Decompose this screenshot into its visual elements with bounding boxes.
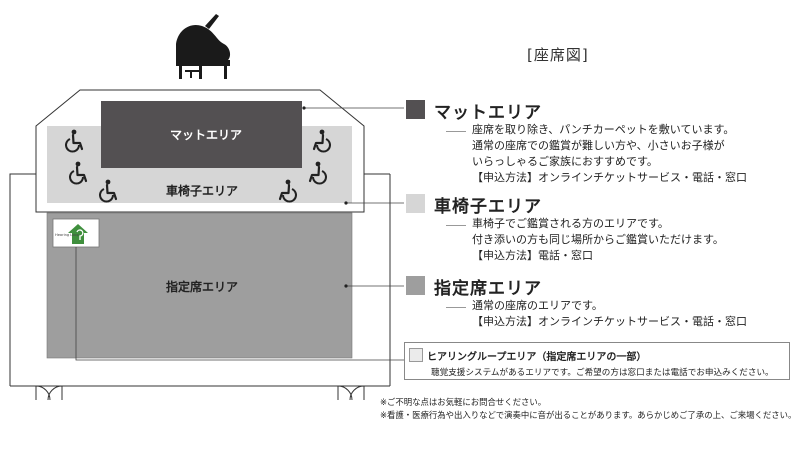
hearing-loop-description: 聴覚支援システムがあるエリアです。ご希望の方は窓口または電話でお申込みください。 (431, 368, 774, 378)
leader-dots (302, 106, 348, 288)
legend-desc-mat: 座席を取り除き、パンチカーペットを敷いています。 通常の座席での鑑賞が難しい方や… (472, 122, 747, 186)
legend-swatch-wheelchair (406, 194, 425, 213)
legend-title-wheelchair: 車椅子エリア (434, 197, 542, 217)
legend-desc-line: 付き添いの方も同じ場所からご鑑賞いただけます。 (472, 233, 724, 246)
map-label-reserved: 指定席エリア (166, 280, 239, 294)
legend-desc-line: 座席を取り除き、パンチカーペットを敷いています。 (472, 123, 735, 136)
legend-desc-line: 【申込方法】オンラインチケットサービス・電話・窓口 (472, 171, 747, 184)
hearing-loop-icon: Hearing Loop (52, 218, 100, 248)
legend-swatch-mat (406, 100, 425, 119)
footnote: ※ご不明な点はお気軽にお問合せください。 (380, 397, 547, 407)
legend-desc-line: 【申込方法】電話・窓口 (472, 249, 593, 262)
page-title: [座席図] (527, 46, 589, 64)
hearing-loop-badge-text: Hearing Loop (55, 233, 80, 237)
legend-title-mat: マットエリア (434, 103, 542, 123)
legend-swatch-hearing-loop (409, 348, 423, 362)
legend-swatch-reserved (406, 276, 425, 295)
mat-area (101, 101, 302, 168)
legend-desc-line: 通常の座席での鑑賞が難しい方や、小さいお子様が (472, 139, 725, 152)
door-right (337, 385, 365, 401)
footnotes: ※ご不明な点はお気軽にお問合せください。 ※看護・医療行為や出入りなどで演奏中に… (380, 396, 796, 422)
leader-lines (75, 107, 404, 361)
legend-rule (446, 307, 466, 308)
legend-desc-reserved: 通常の座席のエリアです。 【申込方法】オンラインチケットサービス・電話・窓口 (472, 298, 747, 330)
legend-desc-line: 【申込方法】オンラインチケットサービス・電話・窓口 (472, 315, 747, 328)
legend-desc-wheelchair: 車椅子でご鑑賞される方のエリアです。 付き添いの方も同じ場所からご鑑賞いただけま… (472, 216, 724, 264)
map-label-wheelchair: 車椅子エリア (166, 184, 239, 198)
hearing-loop-title: ヒアリングループエリア（指定席エリアの一部） (427, 352, 647, 363)
footnote: ※看護・医療行為や出入りなどで演奏中に音が出ることがあります。あらかじめご了承の… (380, 410, 797, 420)
legend-title-reserved: 指定席エリア (434, 279, 542, 299)
legend-rule (446, 225, 466, 226)
grand-piano-icon (176, 14, 231, 79)
hall-outline (9, 173, 391, 387)
hearing-loop-legend: ヒアリングループエリア（指定席エリアの一部） 聴覚支援システムがあるエリアです。… (404, 342, 790, 380)
door-left (35, 385, 63, 401)
legend-desc-line: 通常の座席のエリアです。 (472, 299, 603, 312)
legend-rule (446, 131, 466, 132)
map-label-mat: マットエリア (170, 128, 243, 142)
legend-desc-line: 車椅子でご鑑賞される方のエリアです。 (472, 217, 669, 230)
legend-desc-line: いらっしゃるご家族におすすめです。 (472, 155, 658, 168)
